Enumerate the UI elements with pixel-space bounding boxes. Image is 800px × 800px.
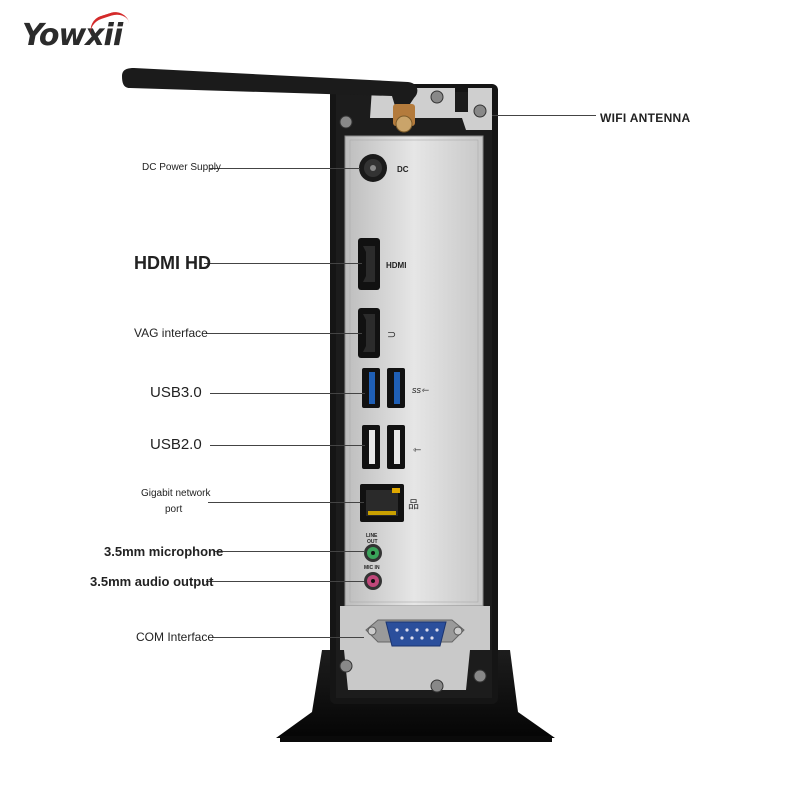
dc-mark: DC <box>397 165 409 174</box>
screw-icon <box>339 659 353 673</box>
label-dc-power: DC Power Supply <box>142 162 221 173</box>
line-out-jack <box>364 544 382 562</box>
label-mic: 3.5mm microphone <box>104 544 224 559</box>
lan-port <box>360 484 404 522</box>
label-lan-line2: port <box>165 504 183 515</box>
com-port <box>365 619 465 647</box>
screw-icon <box>430 90 444 104</box>
callout-line-lan <box>208 502 364 503</box>
usb-ss-icon: ss⇽ <box>412 385 429 395</box>
callout-line-mic <box>214 551 364 552</box>
callout-line-hdmi <box>204 263 362 264</box>
callout-line-usb3 <box>210 393 365 394</box>
label-com: COM Interface <box>136 630 215 644</box>
wifi-antenna <box>122 68 418 133</box>
usb3-ports <box>362 368 405 408</box>
callout-line-vga <box>206 333 362 334</box>
label-vga: VAG interface <box>134 326 208 340</box>
callout-line-usb2 <box>210 445 365 446</box>
label-audio-output: 3.5mm audio output <box>90 574 214 589</box>
hdmi-port <box>358 238 380 290</box>
usb-icon: ⇽ <box>413 445 421 456</box>
callout-line-audio <box>206 581 364 582</box>
mic-in-jack <box>364 572 382 590</box>
callout-line-com <box>212 637 364 638</box>
line-out-mark: LINE <box>366 533 378 539</box>
label-hdmi: HDMI HD <box>134 253 211 273</box>
label-usb2: USB2.0 <box>150 436 202 453</box>
screw-icon <box>430 679 444 693</box>
screw-icon <box>339 115 353 129</box>
mic-in-mark: MIC IN <box>364 565 380 571</box>
vga-port <box>358 308 380 358</box>
screw-icon <box>473 669 487 683</box>
usb2-ports <box>362 425 405 469</box>
displayport-icon: ⊃ <box>387 329 396 341</box>
label-wifi-antenna: WIFI ANTENNA <box>600 111 691 125</box>
label-usb3: USB3.0 <box>150 384 202 401</box>
network-icon: 品 <box>408 498 419 511</box>
screw-icon <box>473 104 487 118</box>
hdmi-mark: HDMI <box>386 261 406 270</box>
brand-logo: Yowxii <box>22 18 123 53</box>
callout-line-dc <box>210 168 360 169</box>
callout-line-wifi <box>492 115 596 116</box>
dc-jack <box>359 154 387 182</box>
line-out-mark-2: OUT <box>367 539 378 545</box>
label-lan-line1: Gigabit network <box>141 488 211 499</box>
